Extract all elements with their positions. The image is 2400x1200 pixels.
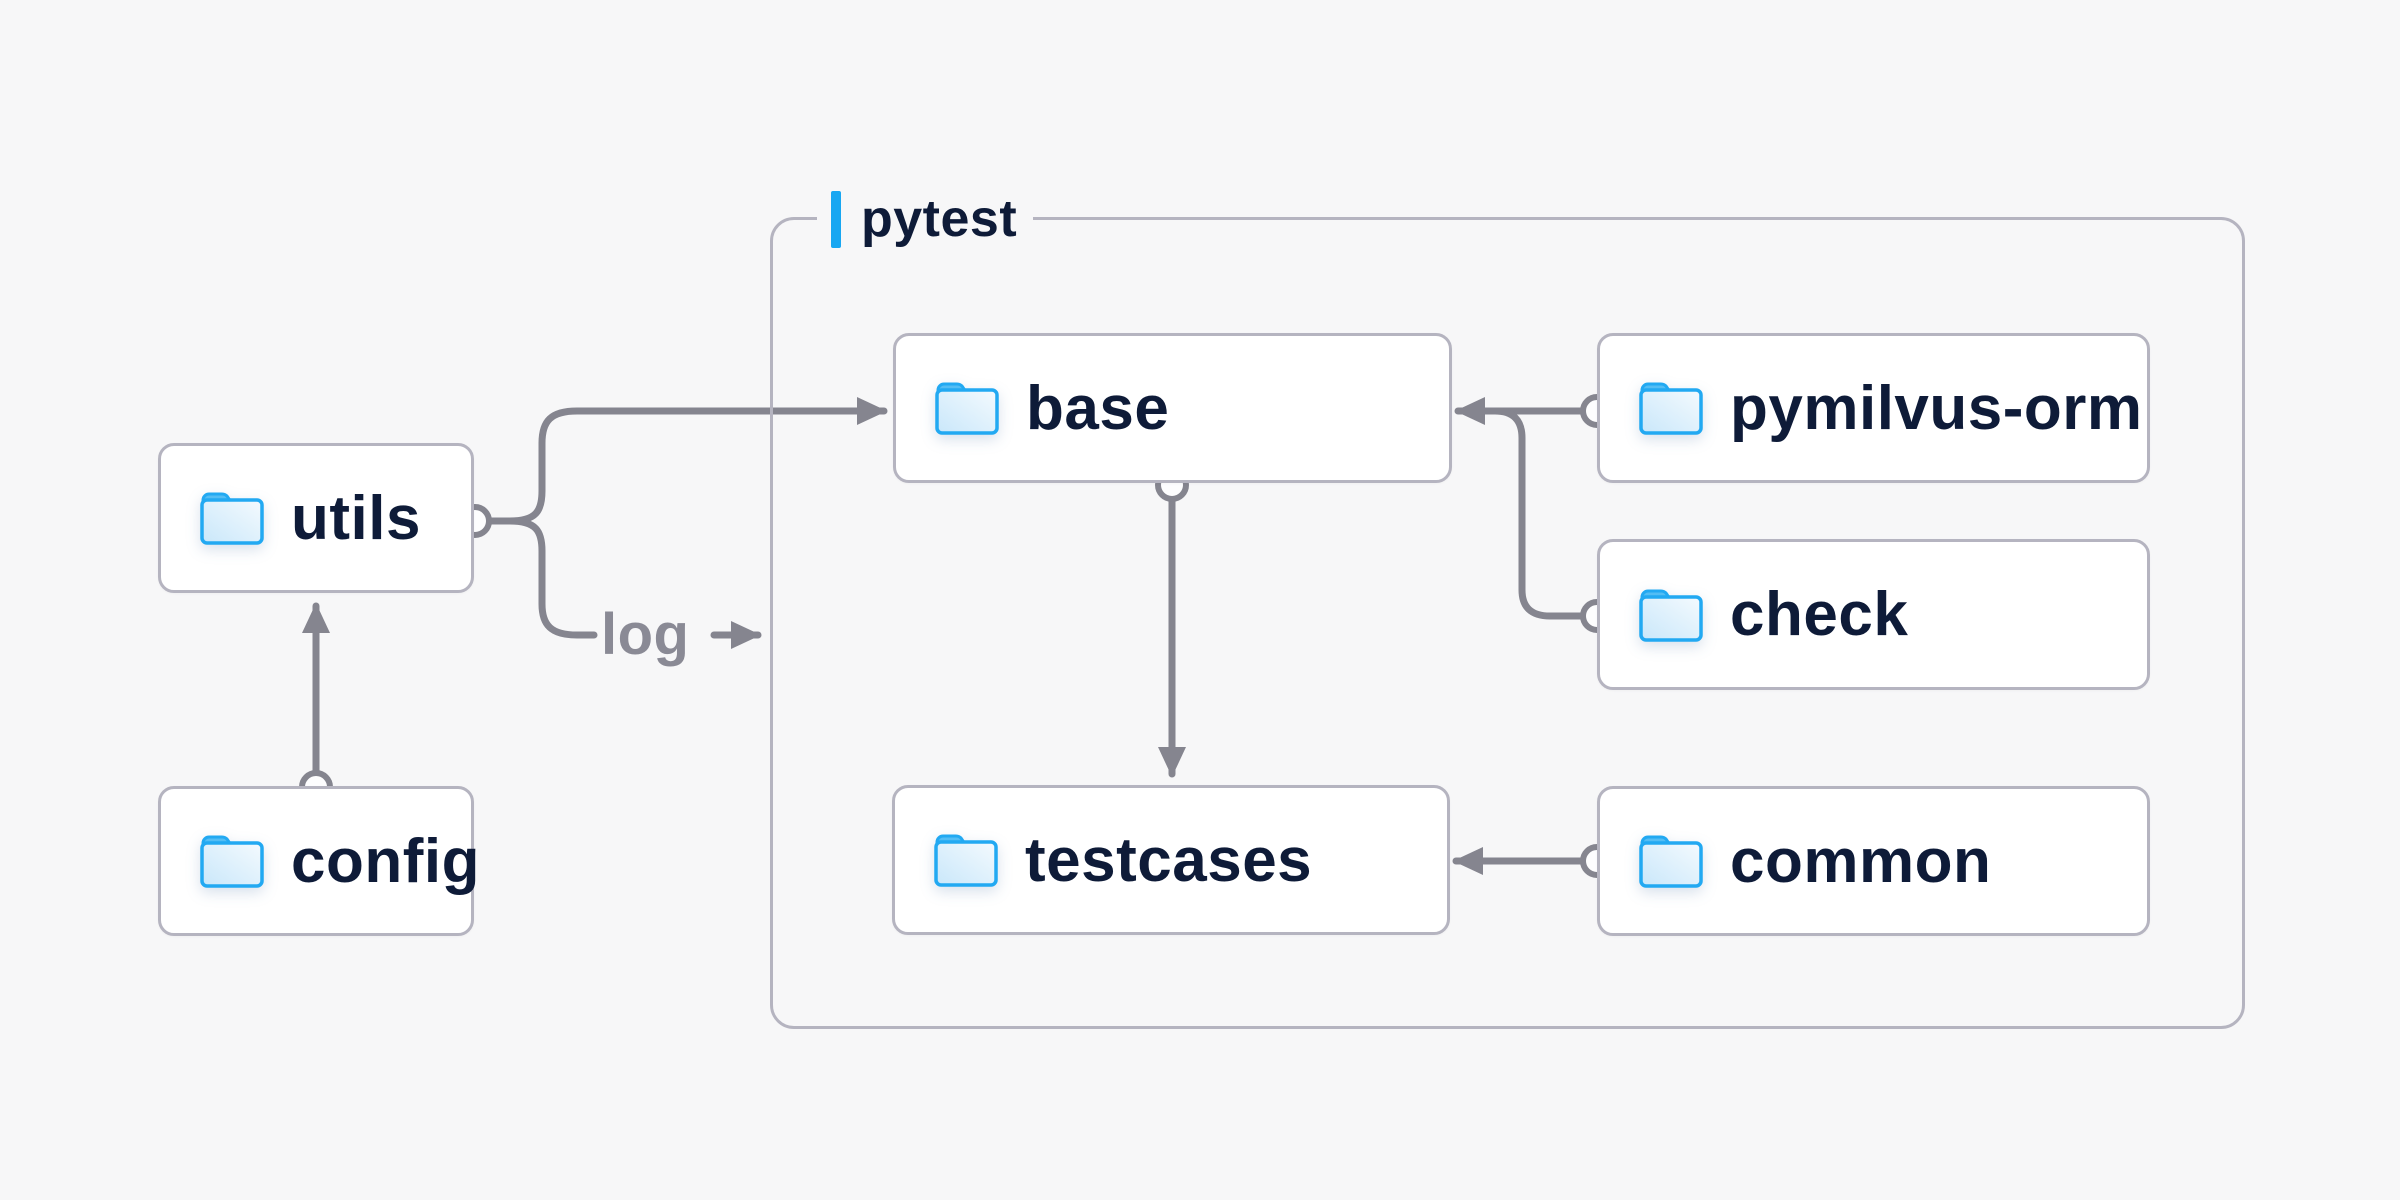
node-testcases: testcases (892, 785, 1450, 935)
node-check: check (1597, 539, 2150, 690)
node-pymilvus-orm-label: pymilvus-orm (1730, 373, 2143, 443)
node-pymilvus-orm: pymilvus-orm (1597, 333, 2150, 483)
folder-icon (934, 834, 998, 887)
node-check-label: check (1730, 580, 1909, 649)
node-utils: utils (158, 443, 474, 593)
folder-icon (1639, 835, 1703, 888)
accent-bar-icon (831, 190, 841, 248)
node-utils-label: utils (291, 483, 421, 553)
node-common: common (1597, 786, 2150, 936)
node-config: config (158, 786, 479, 936)
node-common-label: common (1730, 826, 1992, 896)
node-config-label: config (291, 826, 480, 896)
edge-utils-to-log (506, 517, 598, 639)
folder-icon (200, 492, 264, 545)
folder-icon (1639, 382, 1703, 435)
folder-icon (1639, 589, 1703, 642)
node-base: base (893, 333, 1452, 483)
pytest-container-label: pytest (817, 188, 1034, 250)
edge-label-log: log (601, 602, 690, 667)
folder-icon (200, 835, 264, 888)
folder-icon (935, 382, 999, 435)
node-testcases-label: testcases (1025, 825, 1313, 895)
pytest-container-title: pytest (861, 190, 1018, 248)
pytest-container: pytest (770, 188, 2245, 1029)
node-base-label: base (1026, 373, 1170, 443)
